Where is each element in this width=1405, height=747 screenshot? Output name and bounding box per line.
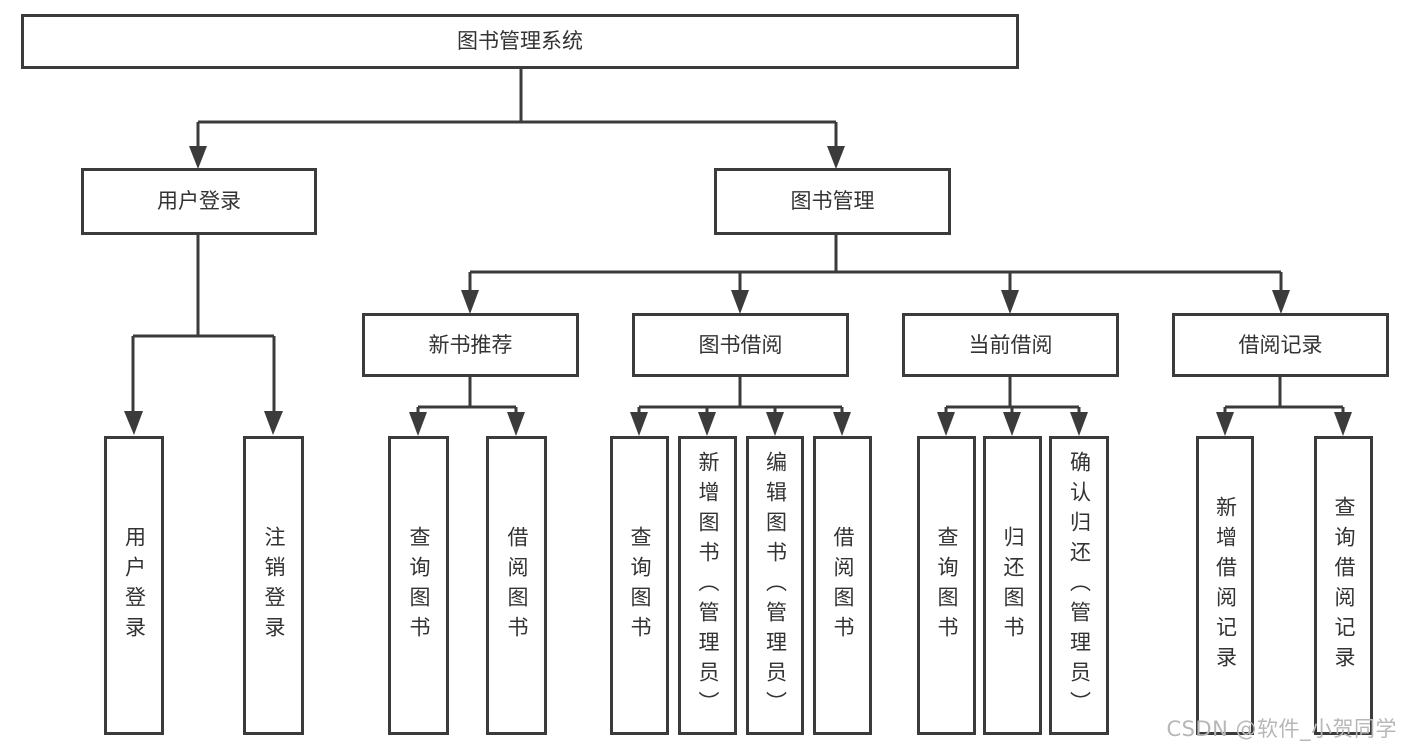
node-book-borrow-label: 图书借阅 [698, 332, 783, 357]
leaf-logout-label: 注销登录 [262, 525, 286, 646]
node-user-login: 用户登录 [81, 168, 317, 235]
leaf-borrow-books-recommend-label: 借阅图书 [505, 525, 529, 646]
leaf-borrow-books: 借阅图书 [813, 436, 872, 735]
arrowhead-icon [124, 411, 143, 435]
node-root-label: 图书管理系统 [457, 29, 583, 53]
leaf-logout: 注销登录 [243, 436, 304, 735]
node-book-management: 图书管理 [714, 168, 951, 235]
node-book-borrow: 图书借阅 [632, 313, 849, 377]
arrowhead-icon [1070, 412, 1088, 436]
leaf-query-books-recommend: 查询图书 [388, 436, 449, 735]
leaf-confirm-return-admin-label: 确认归还（管理员） [1067, 450, 1092, 721]
connectors-user-login [124, 234, 283, 435]
arrowhead-icon [1334, 412, 1352, 436]
arrowhead-icon [698, 412, 716, 436]
arrowhead-icon [833, 412, 851, 436]
node-root: 图书管理系统 [21, 14, 1019, 69]
leaf-query-books-current: 查询图书 [917, 436, 976, 735]
leaf-add-book-admin-label: 新增图书（管理员） [696, 450, 720, 721]
leaf-query-books-borrow-label: 查询图书 [628, 525, 652, 646]
node-borrow-records-label: 借阅记录 [1238, 332, 1323, 357]
leaf-add-book-admin: 新增图书（管理员） [678, 436, 737, 735]
connectors-new-book-recommend [409, 377, 525, 436]
leaf-query-books-current-label: 查询图书 [935, 525, 959, 646]
arrowhead-icon [1272, 290, 1290, 314]
arrowhead-icon [1003, 412, 1021, 436]
leaf-query-books-recommend-label: 查询图书 [407, 525, 431, 646]
leaf-add-borrow-record-label: 新增借阅记录 [1213, 495, 1238, 676]
connectors-root [189, 69, 845, 169]
node-new-book-recommend: 新书推荐 [362, 313, 579, 377]
leaf-borrow-books-recommend: 借阅图书 [486, 436, 547, 735]
arrowhead-icon [731, 290, 749, 314]
node-current-borrow: 当前借阅 [902, 313, 1119, 377]
node-current-borrow-label: 当前借阅 [968, 332, 1053, 357]
node-book-management-label: 图书管理 [790, 189, 875, 213]
arrowhead-icon [937, 412, 955, 436]
leaf-user-login: 用户登录 [104, 436, 164, 735]
leaf-edit-book-admin: 编辑图书（管理员） [746, 436, 804, 735]
connectors-book-management [461, 234, 1290, 314]
leaf-edit-book-admin-label: 编辑图书（管理员） [763, 450, 788, 721]
arrowhead-icon [409, 412, 427, 436]
connectors-book-borrow [630, 377, 851, 436]
arrowhead-icon [264, 411, 283, 435]
arrowhead-icon [461, 290, 479, 314]
arrowhead-icon [1216, 412, 1234, 436]
node-user-login-label: 用户登录 [157, 189, 241, 213]
leaf-return-book-label: 归还图书 [1001, 525, 1025, 646]
leaf-add-borrow-record: 新增借阅记录 [1196, 436, 1254, 735]
arrowhead-icon [1001, 290, 1019, 314]
watermark: CSDN @软件_小贺同学 [1166, 717, 1397, 741]
leaf-confirm-return-admin: 确认归还（管理员） [1049, 436, 1109, 735]
arrowhead-icon [630, 412, 648, 436]
arrowhead-icon [189, 146, 207, 169]
leaf-user-login-label: 用户登录 [122, 525, 147, 646]
arrowhead-icon [507, 412, 525, 436]
node-borrow-records: 借阅记录 [1172, 313, 1389, 377]
leaf-query-borrow-record-label: 查询借阅记录 [1332, 495, 1356, 676]
connectors-current-borrow [937, 377, 1088, 436]
leaf-return-book: 归还图书 [983, 436, 1042, 735]
leaf-query-borrow-record: 查询借阅记录 [1314, 436, 1373, 735]
connectors-borrow-records [1216, 377, 1352, 436]
leaf-query-books-borrow: 查询图书 [610, 436, 669, 735]
arrowhead-icon [766, 412, 784, 436]
arrowhead-icon [827, 146, 845, 169]
leaf-borrow-books-label: 借阅图书 [831, 525, 855, 646]
node-new-book-recommend-label: 新书推荐 [428, 332, 513, 357]
